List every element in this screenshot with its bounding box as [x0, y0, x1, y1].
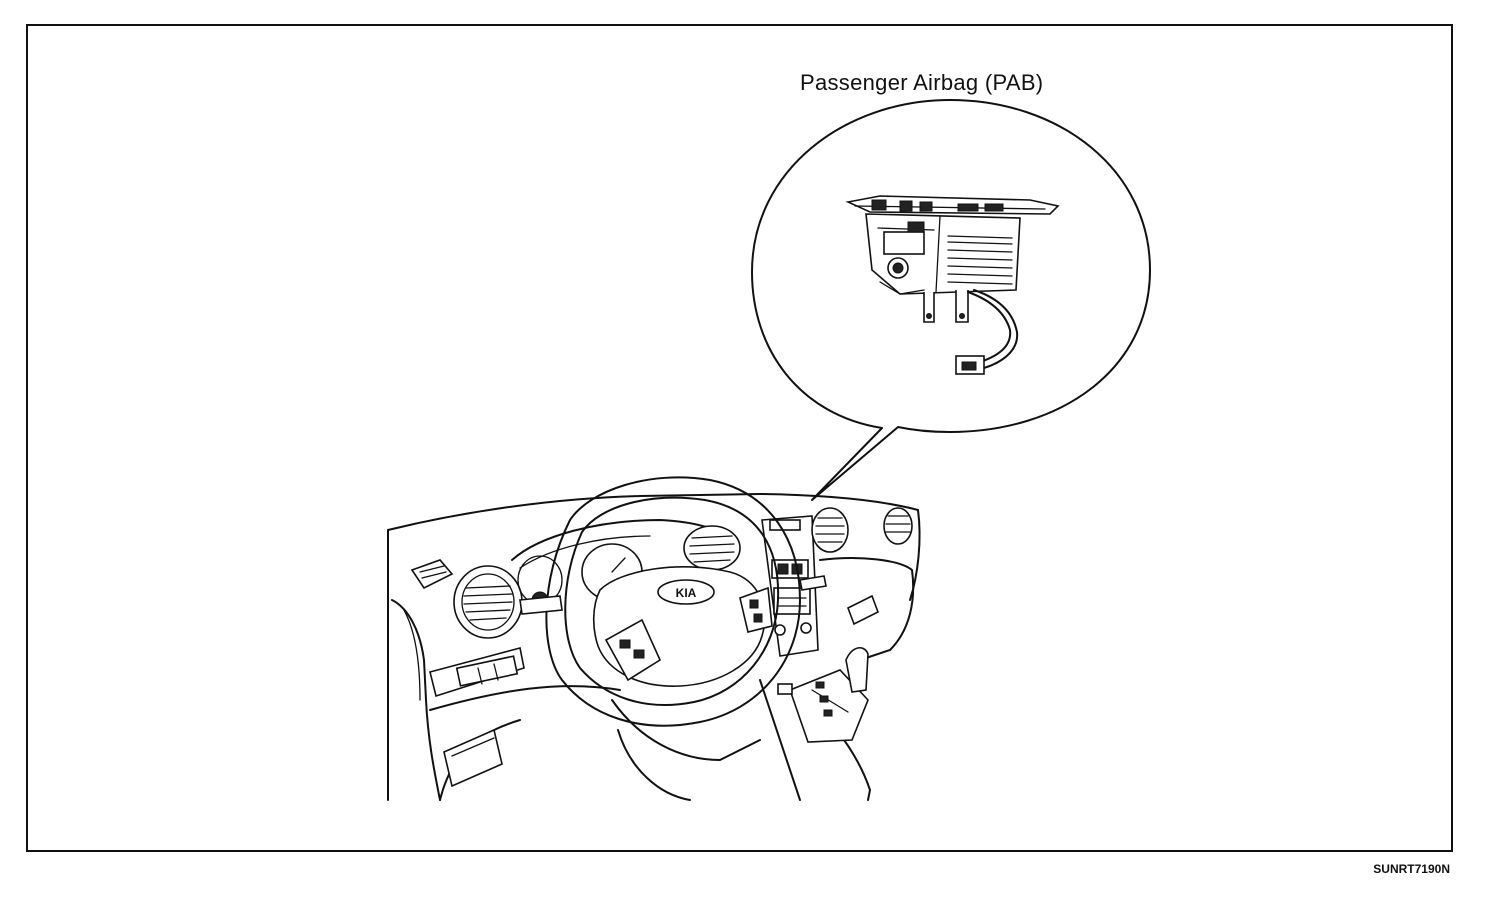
airbag-module-illustration [845, 195, 1060, 375]
callout-label: Passenger Airbag (PAB) [800, 70, 1044, 95]
figure-code: SUNRT7190N [1373, 862, 1450, 876]
callout-bubble [751, 99, 1151, 501]
figure-border [26, 24, 1453, 852]
steering-logo: KIA [676, 586, 697, 600]
dashboard-illustration: KIA [387, 476, 921, 801]
